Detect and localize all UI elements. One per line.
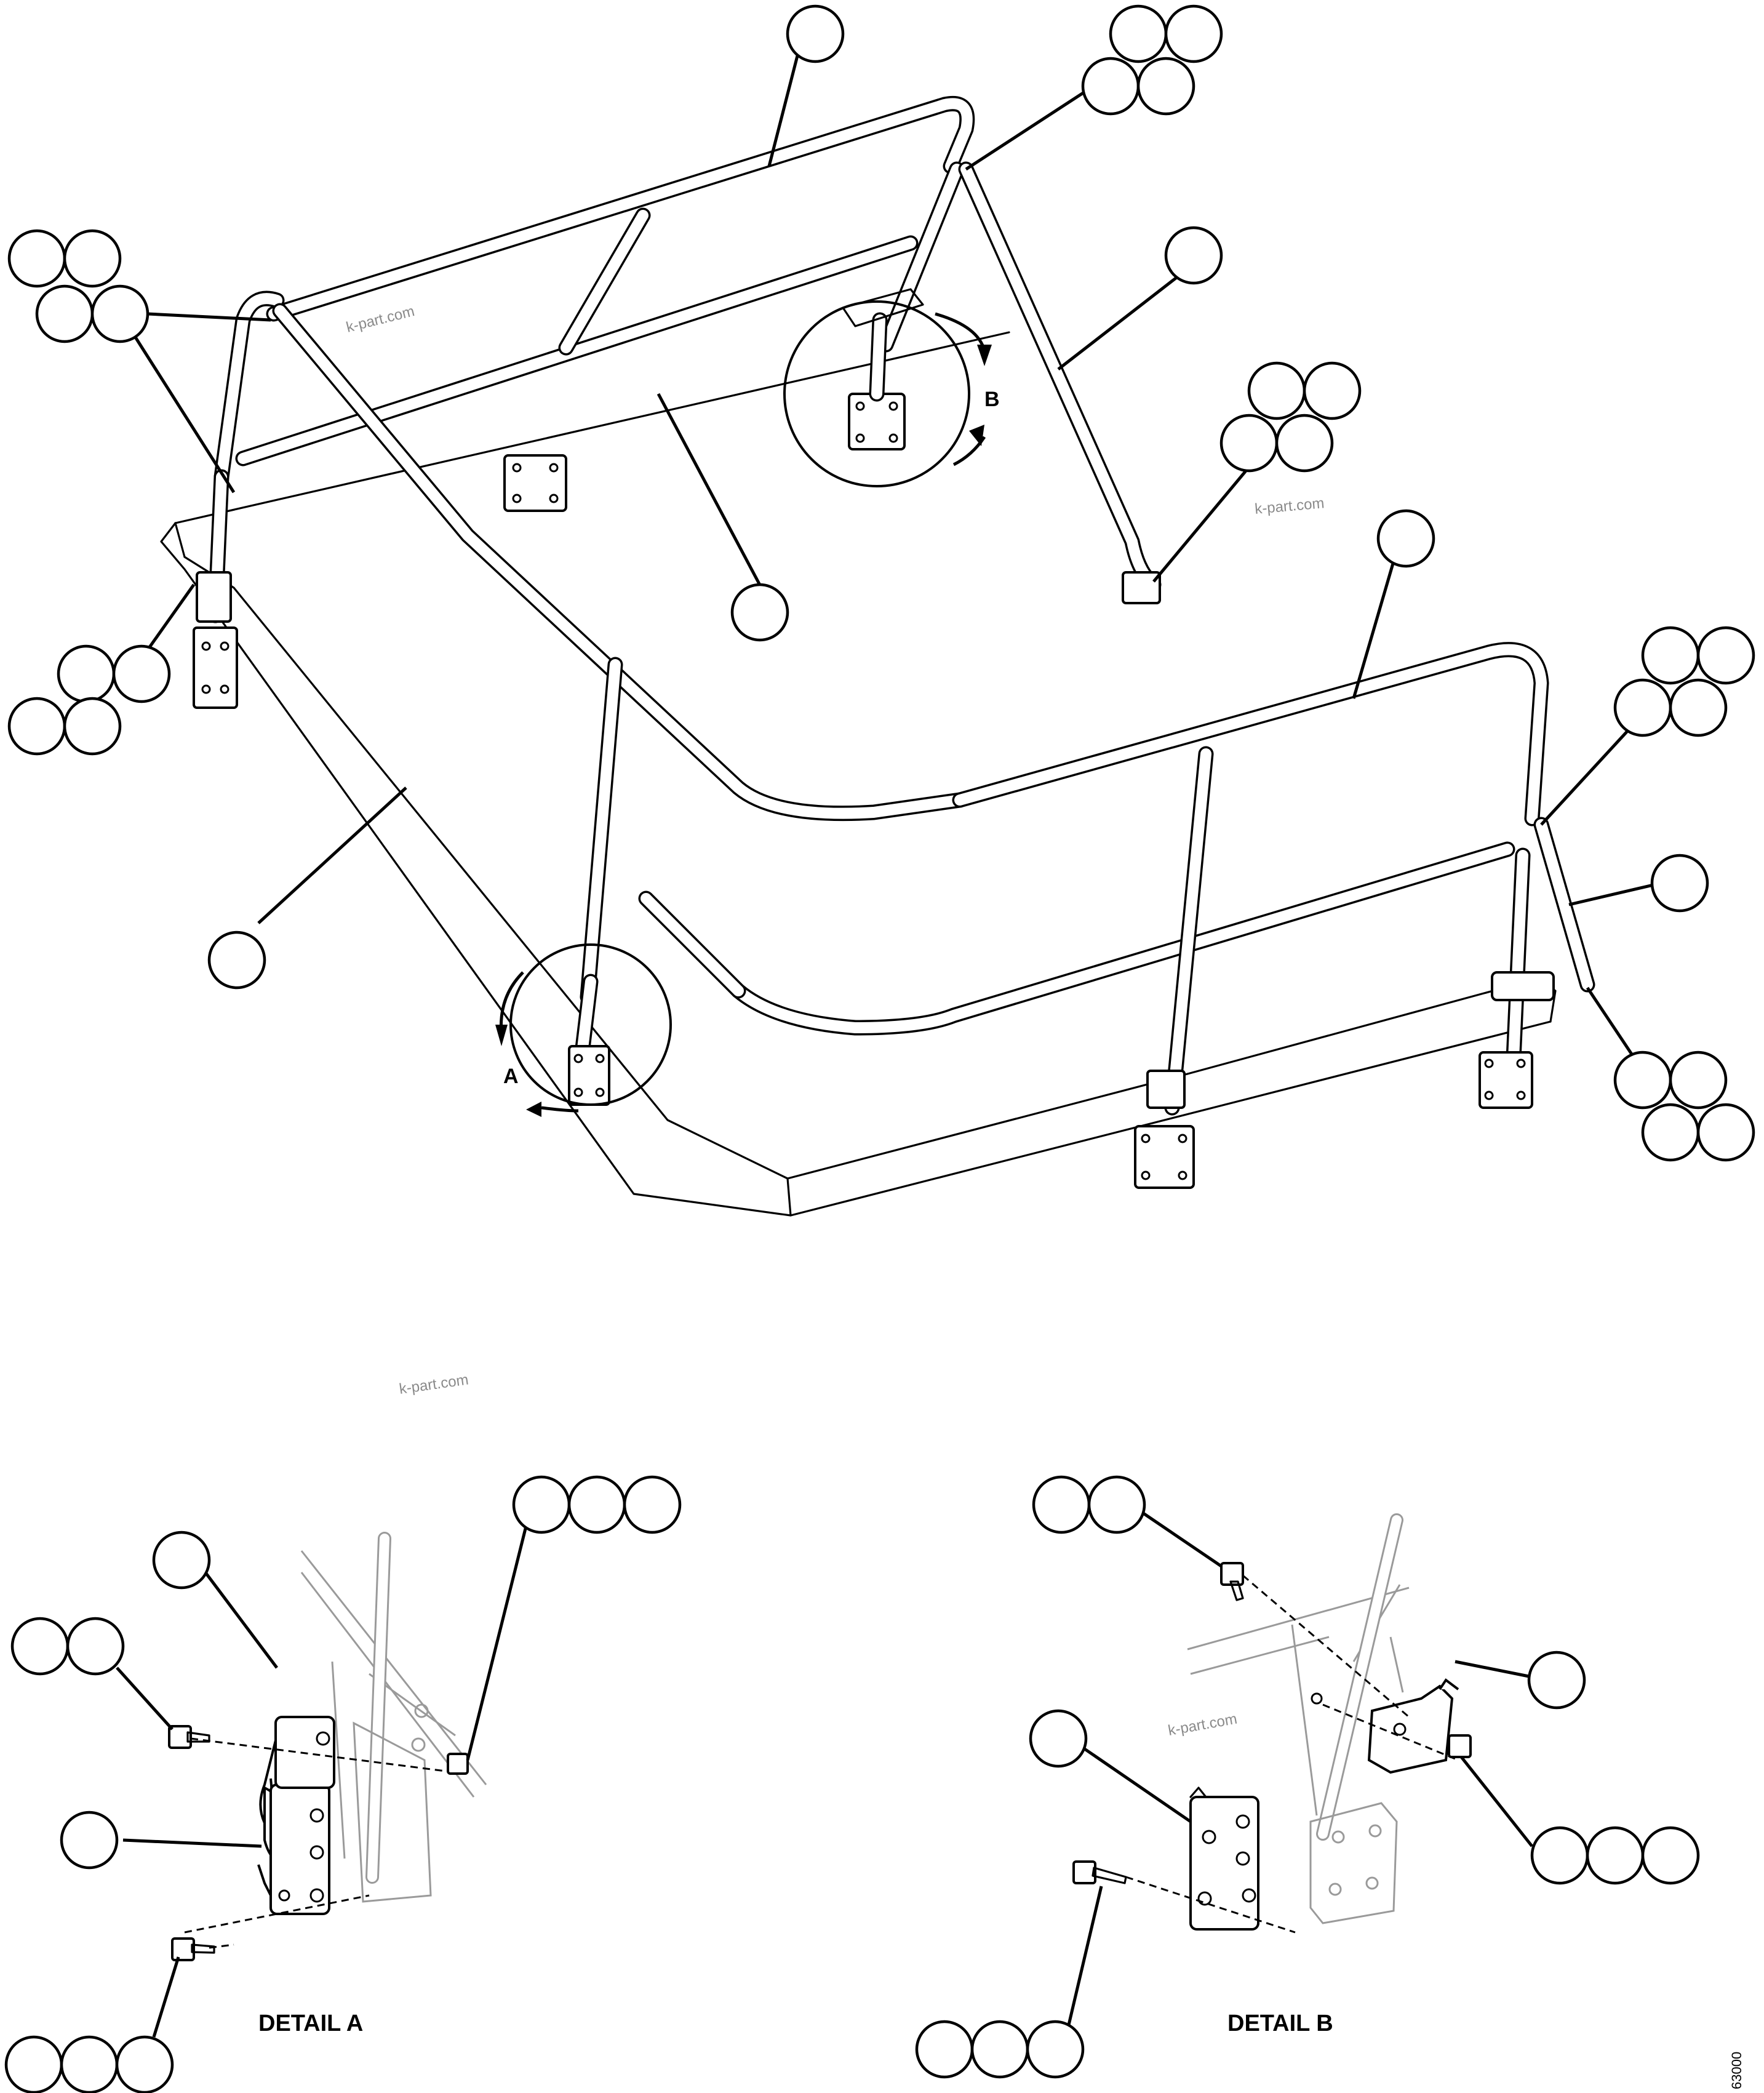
rail-assembly: B A bbox=[7, 4, 1755, 1217]
leader-lines bbox=[130, 46, 1662, 1081]
detail-b-circle bbox=[783, 288, 992, 487]
drawing-number: 63000 bbox=[1729, 2052, 1744, 2089]
front-guard-rail bbox=[573, 642, 1549, 1116]
detail-b-marker: B bbox=[984, 388, 1000, 411]
watermark: k-part.com bbox=[345, 303, 417, 336]
callout-bubbles bbox=[7, 4, 1755, 1162]
detail-a-view: DETAIL A bbox=[4, 1475, 682, 2093]
watermark: k-part.com bbox=[1167, 1711, 1238, 1739]
watermark: k-part.com bbox=[398, 1371, 469, 1398]
watermark: k-part.com bbox=[1254, 495, 1325, 518]
mounting-brackets bbox=[193, 454, 1555, 1189]
detail-a-caption: DETAIL A bbox=[258, 2011, 363, 2036]
front-right-strut bbox=[1533, 817, 1595, 993]
detail-b-view: DETAIL B bbox=[915, 1475, 1700, 2079]
detail-b-caption: DETAIL B bbox=[1227, 2011, 1333, 2036]
floor-frame bbox=[160, 331, 1557, 1217]
detail-a-circle bbox=[495, 943, 672, 1117]
detail-a-marker: A bbox=[503, 1065, 519, 1088]
